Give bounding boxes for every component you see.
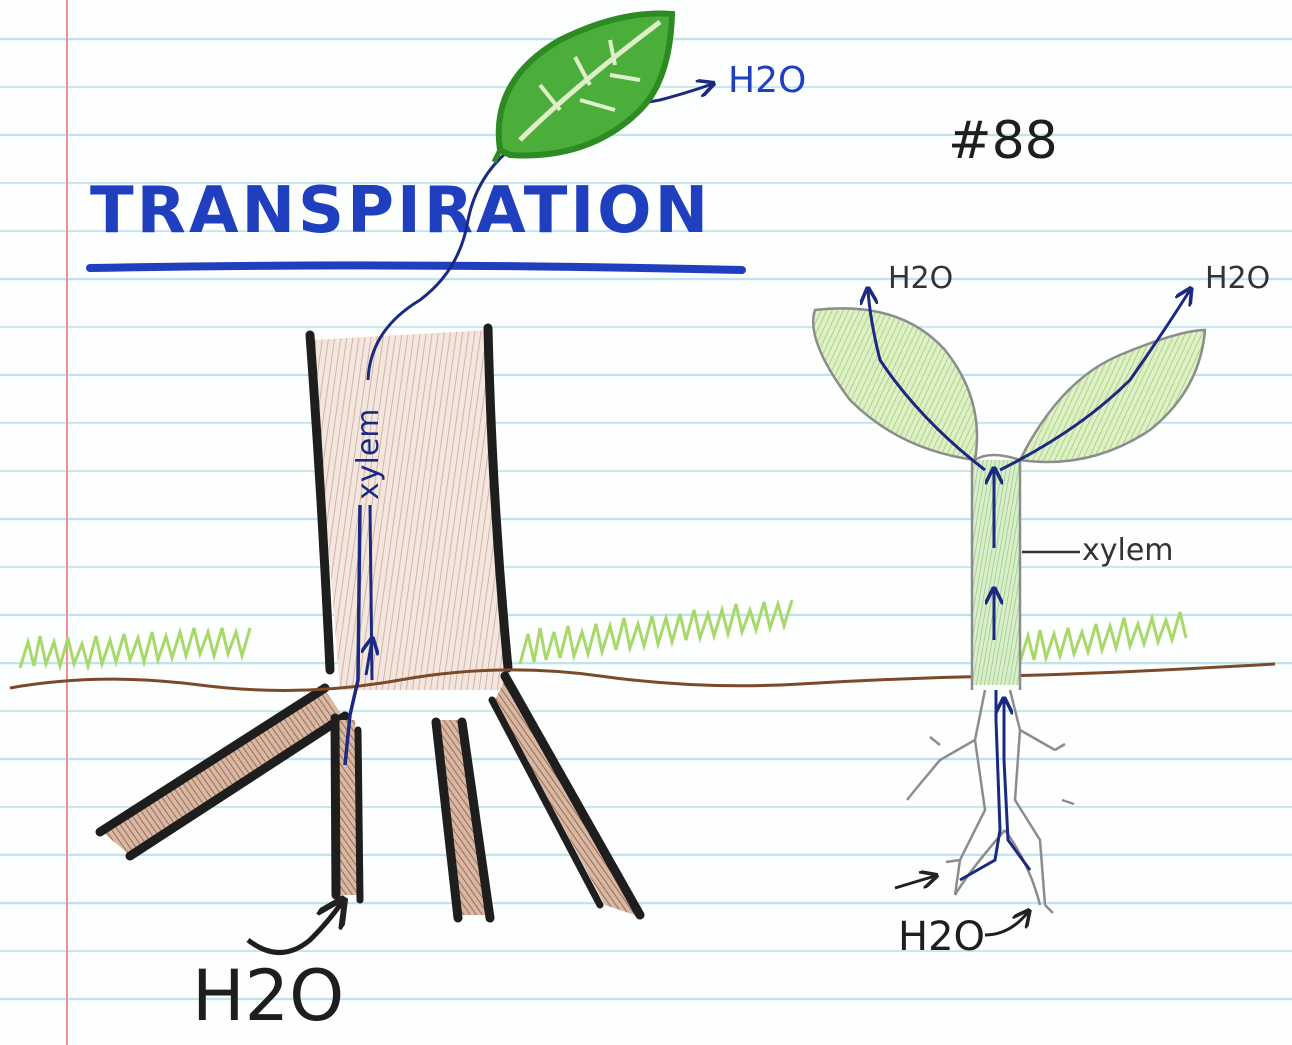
root-water-in-label: H2O <box>192 955 344 1037</box>
ground-line <box>10 664 1275 690</box>
trunk-xylem-label: xylem <box>351 408 386 500</box>
title-leaf <box>494 14 672 162</box>
seedling-left-leaf <box>813 308 977 460</box>
leaf-water-out-label: H2O <box>728 60 806 101</box>
seedling-xylem-label: xylem <box>1082 533 1174 568</box>
tree-trunk <box>310 328 508 690</box>
page-number: #88 <box>948 111 1058 171</box>
root-water-in: H2O <box>192 902 344 1037</box>
seedling-water-in: H2O <box>895 876 1028 960</box>
diagram-title: TRANSPIRATION <box>90 174 711 248</box>
seedling-water-out-right-label: H2O <box>1205 261 1270 296</box>
seedling-roots <box>907 690 1074 913</box>
seedling-xylem-callout: xylem <box>1022 533 1174 568</box>
seedling-water-in-label: H2O <box>898 914 985 960</box>
seedling-water-out-left-label: H2O <box>888 261 953 296</box>
title-underline <box>90 265 742 270</box>
seedling-stem <box>972 455 1020 690</box>
tree-roots <box>100 676 640 918</box>
